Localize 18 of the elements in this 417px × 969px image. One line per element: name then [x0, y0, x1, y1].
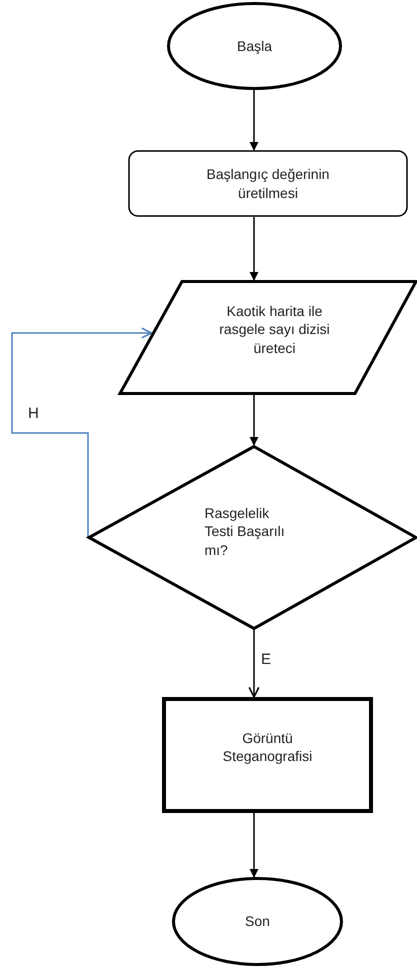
arrow	[250, 813, 258, 878]
arrow	[250, 395, 258, 446]
arrow	[250, 217, 258, 281]
node-label: Görüntü Steganografisi	[222, 728, 314, 766]
start-oval	[167, 2, 342, 90]
arrow	[248, 630, 260, 698]
node-label: Başlangıç değerinin üretilmesi	[206, 165, 330, 202]
end-oval	[172, 877, 343, 966]
arrow	[11, 327, 152, 538]
node-label: Kaotik harita ile rasgele sayı dizisi üreteci	[218, 302, 331, 357]
process-box	[128, 150, 408, 217]
arrow	[250, 90, 258, 151]
decision-diamond	[88, 445, 417, 630]
process-box	[162, 697, 373, 813]
node-label: Son	[244, 912, 271, 931]
data-parallelogram	[120, 280, 417, 395]
node-label: Rasgelelik Testi Başarılı mı?	[204, 504, 286, 559]
node-label: Başla	[236, 36, 274, 56]
